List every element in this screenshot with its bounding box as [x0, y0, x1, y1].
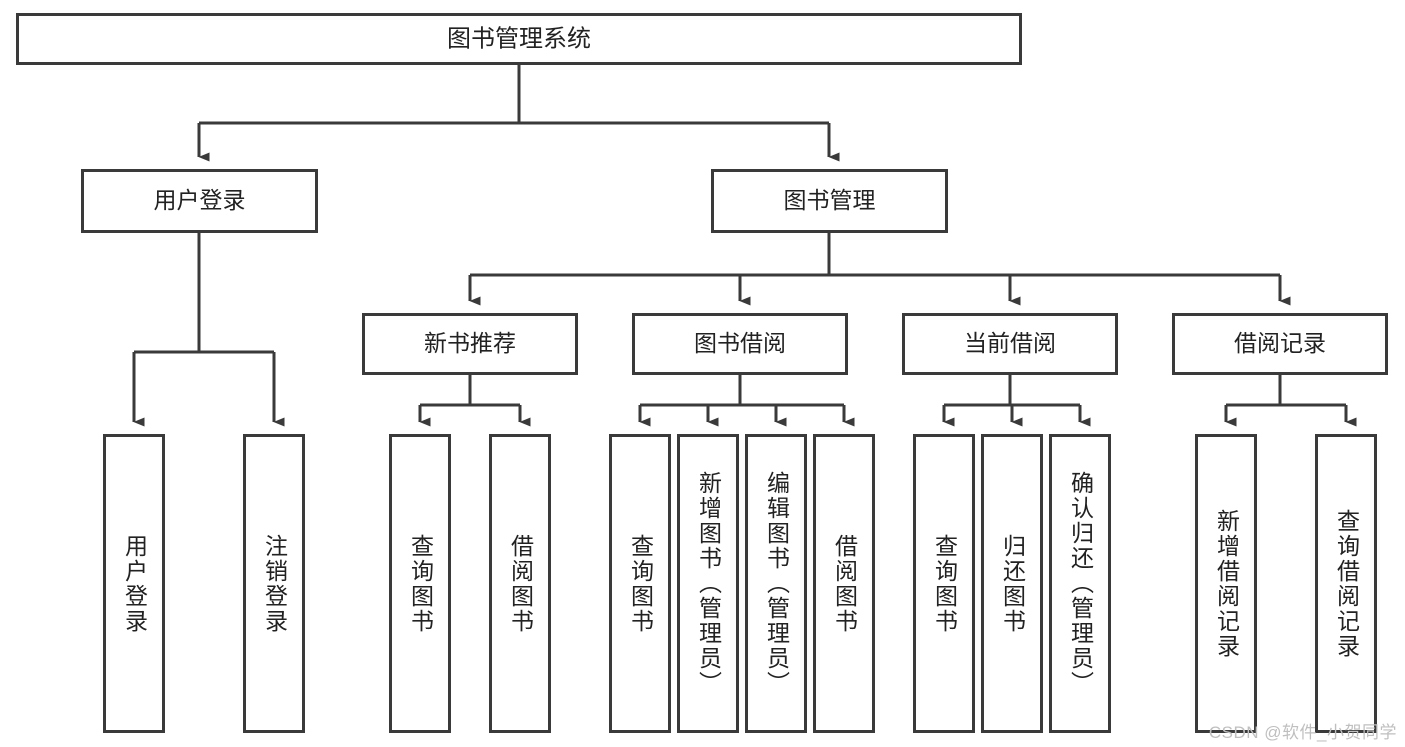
- level3-box-0[interactable]: [362, 313, 578, 375]
- leaf-box-9[interactable]: [981, 434, 1043, 733]
- leaf-box-5[interactable]: [677, 434, 739, 733]
- level3-box-3[interactable]: [1172, 313, 1388, 375]
- leaf-box-1[interactable]: [243, 434, 305, 733]
- leaf-box-0[interactable]: [103, 434, 165, 733]
- level3-box-2[interactable]: [902, 313, 1118, 375]
- leaf-box-7[interactable]: [813, 434, 875, 733]
- level3-label-2: 当前借阅: [964, 330, 1056, 356]
- leaf-box-3[interactable]: [489, 434, 551, 733]
- root-label-0: 图书管理系统: [447, 25, 591, 52]
- level3-label-0: 新书推荐: [424, 330, 516, 356]
- node-box-layer: [16, 13, 1388, 733]
- leaf-box-11[interactable]: [1195, 434, 1257, 733]
- leaf-box-8[interactable]: [913, 434, 975, 733]
- level3-label-3: 借阅记录: [1234, 330, 1326, 356]
- level2-label-0: 用户登录: [154, 187, 246, 213]
- level2-label-1: 图书管理: [784, 187, 876, 213]
- leaf-box-6[interactable]: [745, 434, 807, 733]
- leaf-box-2[interactable]: [389, 434, 451, 733]
- level3-label-1: 图书借阅: [694, 330, 786, 356]
- level2-box-0[interactable]: [81, 169, 318, 233]
- level2-box-1[interactable]: [711, 169, 948, 233]
- connector-layer: [132, 65, 1357, 427]
- leaf-box-10[interactable]: [1049, 434, 1111, 733]
- leaf-box-4[interactable]: [609, 434, 671, 733]
- level3-box-1[interactable]: [632, 313, 848, 375]
- leaf-box-12[interactable]: [1315, 434, 1377, 733]
- root-box-0[interactable]: [16, 13, 1022, 65]
- watermark: CSDN @软件_小贺同学: [1208, 723, 1397, 742]
